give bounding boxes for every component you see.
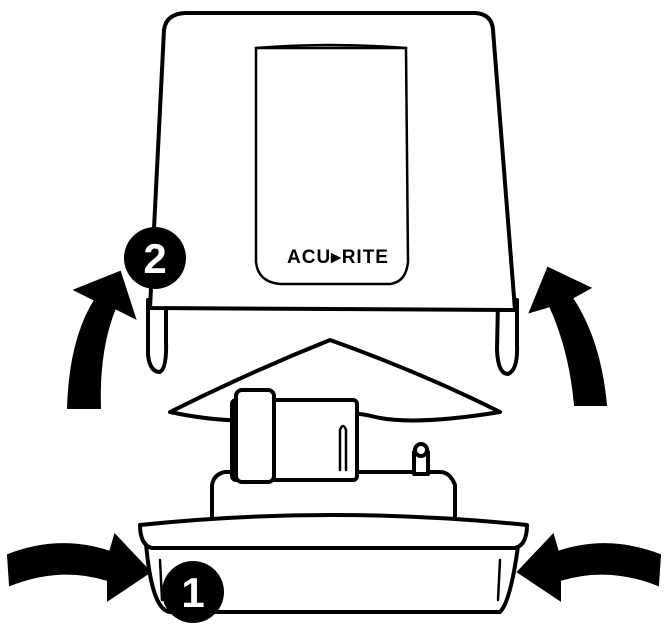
svg-text:2: 2: [143, 235, 166, 282]
svg-text:1: 1: [181, 569, 204, 616]
cover-right-leg: [495, 298, 520, 376]
arrow-right-icon: [6, 533, 152, 602]
arrow-left-icon: [516, 533, 662, 602]
sensor-cover: ACU▸RITE: [146, 11, 520, 376]
sensor-base: [138, 513, 529, 614]
step-badge-1: 1: [162, 561, 224, 623]
arrow-up-right-icon: [528, 266, 608, 406]
cover-left-leg: [146, 298, 169, 374]
acurite-logo: ACU▸RITE: [287, 247, 389, 268]
step-badge-2: 2: [124, 227, 186, 289]
arrow-up-left-icon: [66, 270, 137, 409]
